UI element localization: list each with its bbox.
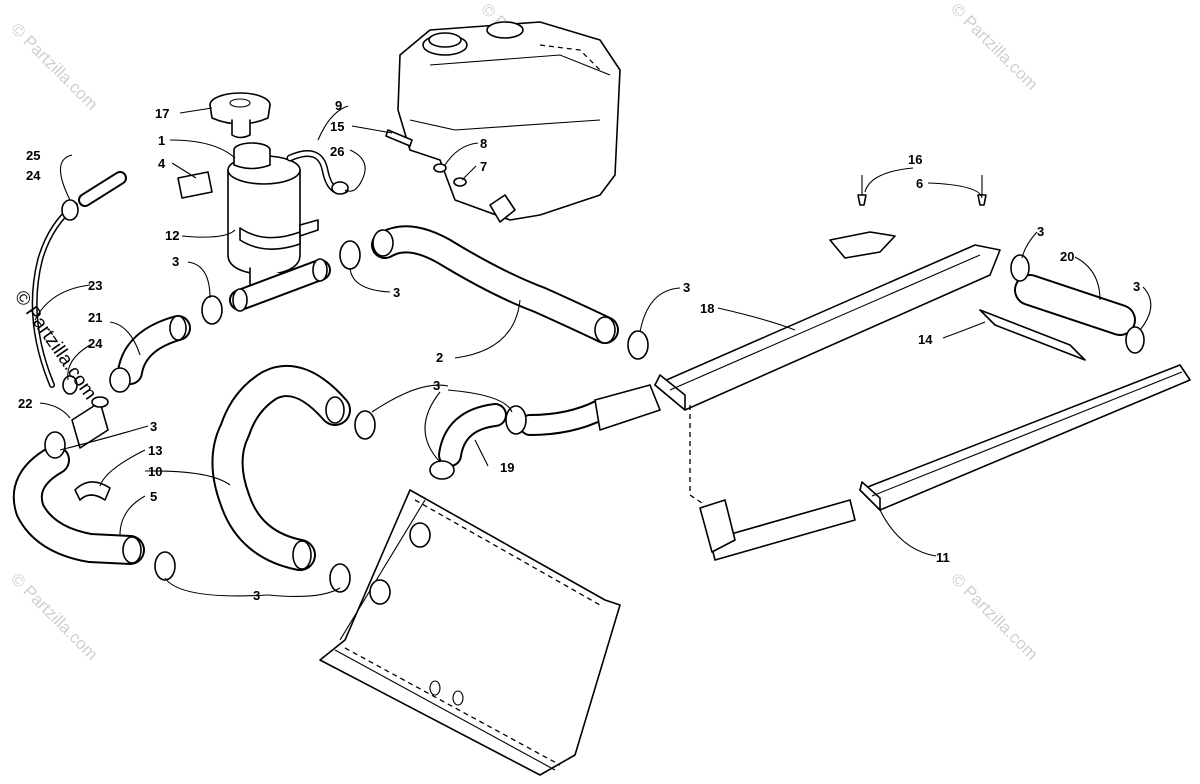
hose-clamps xyxy=(44,199,1145,593)
callout-22: 22 xyxy=(18,396,32,411)
callout-16: 16 xyxy=(908,152,922,167)
callout-7: 7 xyxy=(480,159,487,174)
heat-exchanger-18 xyxy=(594,231,1001,431)
callout-10: 10 xyxy=(148,464,162,479)
callout-15: 15 xyxy=(330,119,344,134)
callout-24: 24 xyxy=(88,336,103,351)
hose-20 xyxy=(979,274,1136,361)
watermark: © Partzilla.com xyxy=(947,0,1041,94)
callout-3: 3 xyxy=(150,419,157,434)
callout-25: 25 xyxy=(26,148,40,163)
callout-20: 20 xyxy=(1060,249,1074,264)
hose-2 xyxy=(371,225,619,344)
callouts: 17 1 4 12 3 9 15 26 8 7 3 2 3 18 16 6 3 … xyxy=(18,98,1140,603)
callout-3: 3 xyxy=(393,285,400,300)
callout-6: 6 xyxy=(916,176,923,191)
callout-3: 3 xyxy=(1133,279,1140,294)
overflow-tube xyxy=(286,150,349,195)
heat-exchanger-11 xyxy=(699,364,1191,561)
leader-lines xyxy=(34,105,1152,597)
pins xyxy=(857,175,987,206)
callout-13: 13 xyxy=(148,443,162,458)
label-decal xyxy=(177,171,213,199)
watermark: © Partzilla.com xyxy=(7,19,101,113)
fitting-22 xyxy=(71,396,109,449)
callout-9: 9 xyxy=(335,98,342,113)
callout-5: 5 xyxy=(150,489,157,504)
callout-23: 23 xyxy=(88,278,102,293)
callout-1: 1 xyxy=(158,133,165,148)
hose-5 xyxy=(12,445,145,565)
callout-3: 3 xyxy=(253,588,260,603)
callout-3: 3 xyxy=(1037,224,1044,239)
watermark: © Partzilla.com xyxy=(947,569,1041,663)
callout-3: 3 xyxy=(172,254,179,269)
callout-3: 3 xyxy=(683,280,690,295)
callout-3: 3 xyxy=(433,378,440,393)
radiator-cap xyxy=(209,92,271,139)
watermark-overlay: © Partzilla.com xyxy=(10,287,101,404)
routing-line xyxy=(689,405,706,506)
callout-14: 14 xyxy=(918,332,933,347)
t-fitting xyxy=(229,258,331,312)
callout-24: 24 xyxy=(26,168,41,183)
callout-2: 2 xyxy=(436,350,443,365)
vent-hose xyxy=(31,171,127,388)
callout-21: 21 xyxy=(88,310,102,325)
callout-8: 8 xyxy=(480,136,487,151)
coolant-tank xyxy=(397,21,621,223)
hose-19 xyxy=(438,399,611,467)
callout-19: 19 xyxy=(500,460,514,475)
hose-10 xyxy=(211,364,351,571)
callout-17: 17 xyxy=(155,106,169,121)
callout-18: 18 xyxy=(700,301,714,316)
bolt-and-washers xyxy=(385,129,467,187)
hose-21 xyxy=(117,315,191,385)
radiator-panel xyxy=(319,489,621,776)
watermark: © Partzilla.com xyxy=(7,569,101,663)
callout-11: 11 xyxy=(936,550,950,565)
callout-26: 26 xyxy=(330,144,344,159)
callout-12: 12 xyxy=(165,228,179,243)
callout-4: 4 xyxy=(158,156,166,171)
